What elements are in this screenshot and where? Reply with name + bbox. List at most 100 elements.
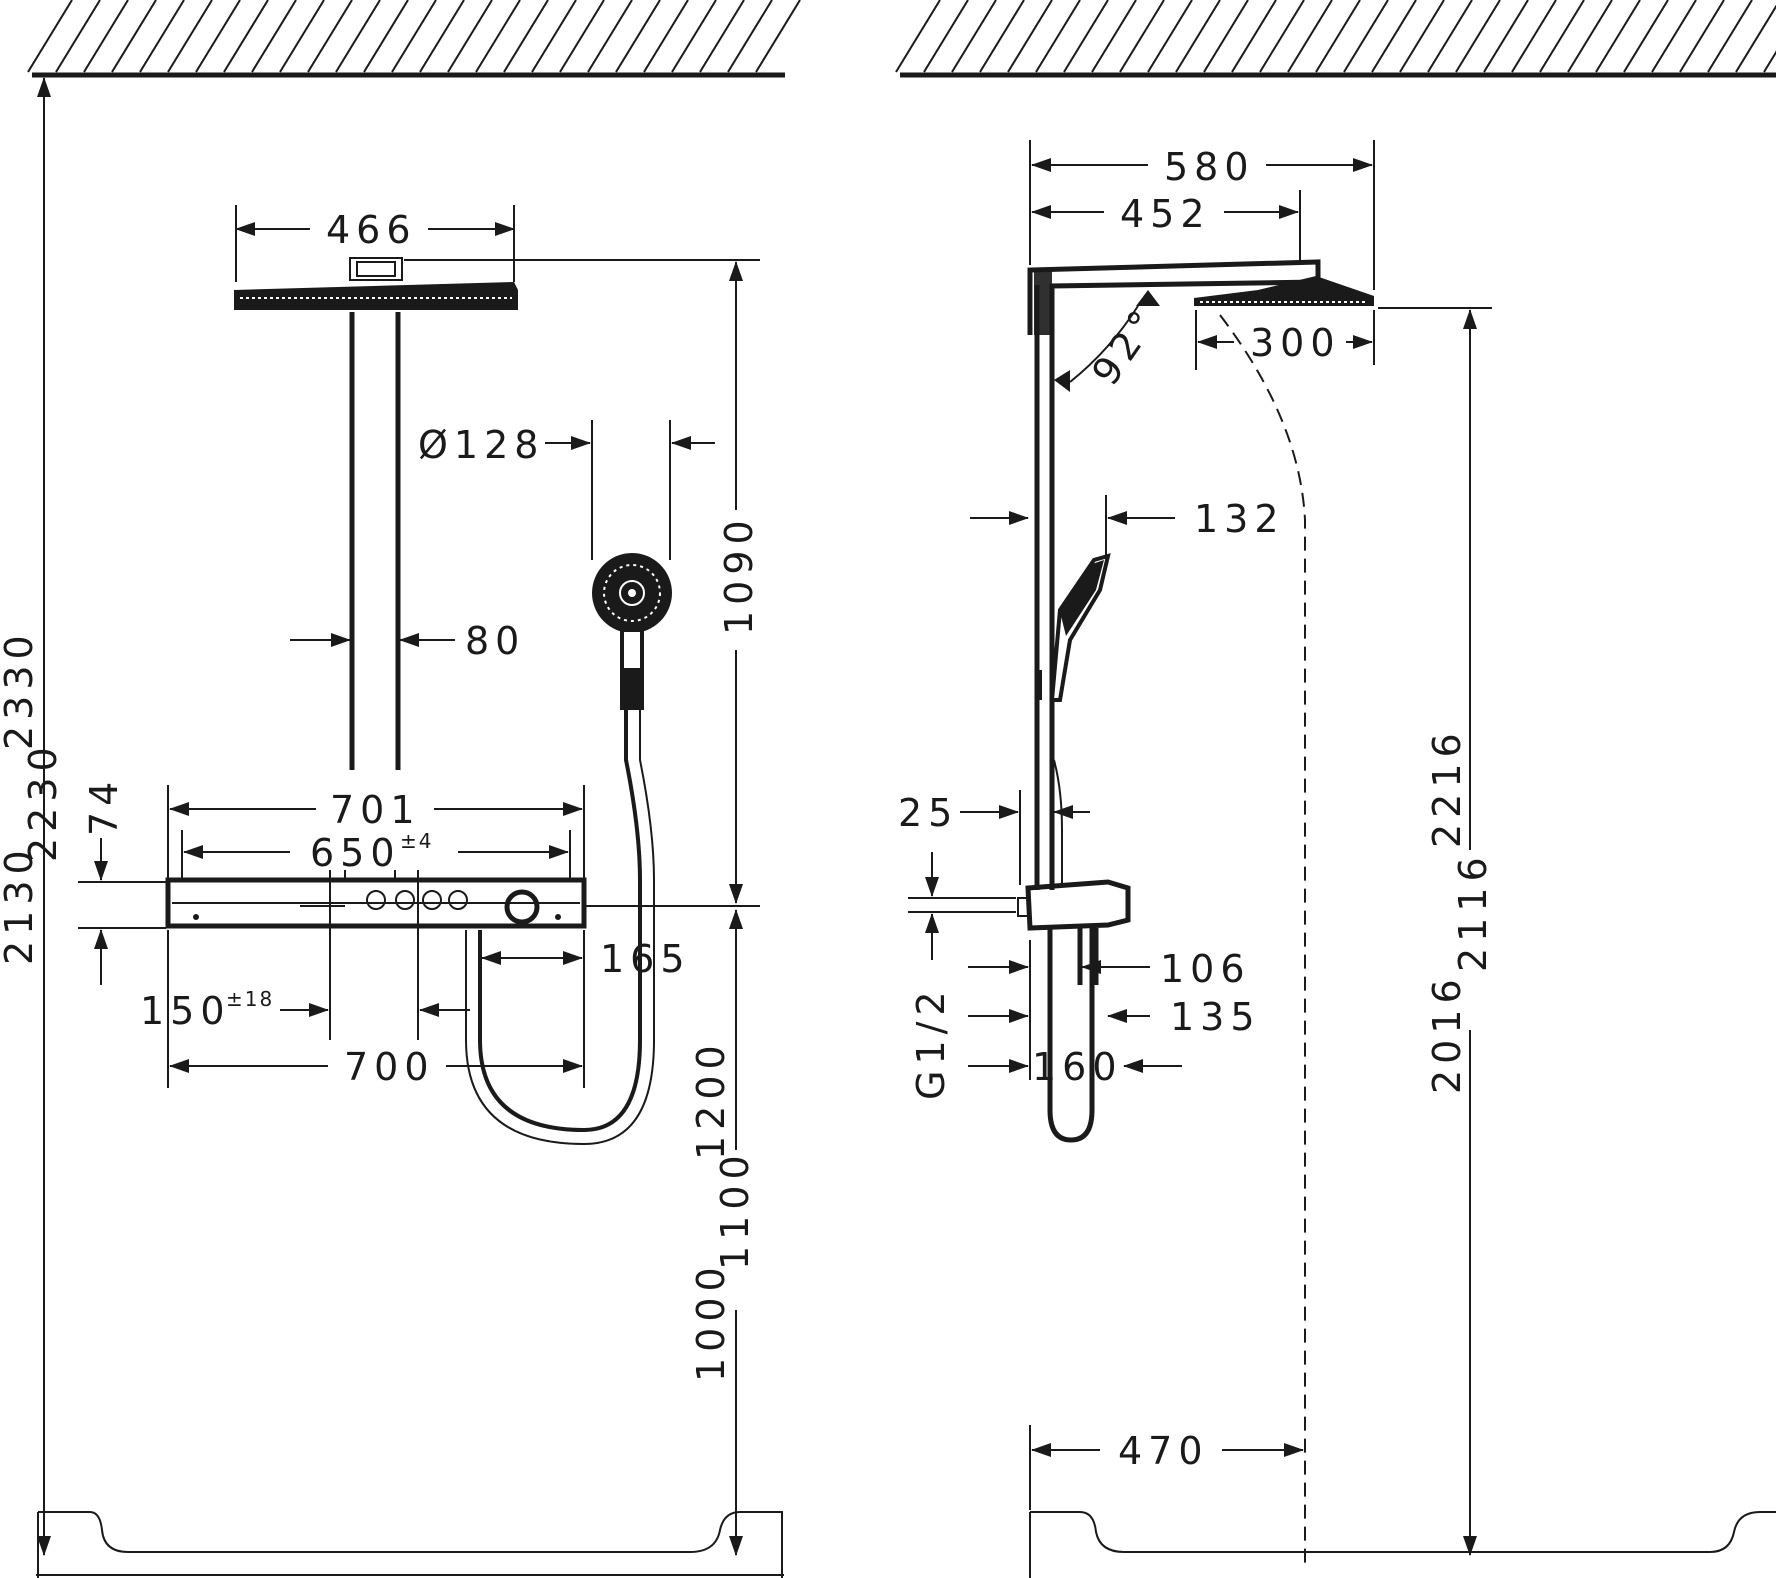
dim-connection-spacing: 650	[310, 831, 401, 875]
hatch-left-line-15	[447, 0, 493, 73]
front-view: 2330 2230 2130 466 80	[0, 0, 801, 1578]
dim-shelf-height: 74	[82, 776, 126, 836]
dim-handshower-offset: 132	[1194, 497, 1285, 541]
hatch-right-line-12	[1231, 0, 1277, 73]
hatch-left-line-0	[27, 0, 73, 73]
hatch-left-line-2	[83, 0, 129, 73]
hatch-right-line-28	[1679, 0, 1725, 73]
hatch-left-line-14	[419, 0, 465, 73]
hatch-left-line-7	[223, 0, 269, 73]
side-view: 580 452 92° 300 132 25 G1/2	[895, 0, 1776, 1578]
hatch-left-line-1	[55, 0, 101, 73]
floor-tray-left	[36, 1511, 784, 1578]
hatch-left-line-20	[587, 0, 633, 73]
spray-arc	[1219, 314, 1306, 1565]
hatch-left-line-11	[335, 0, 381, 73]
hatch-left-line-5	[167, 0, 213, 73]
hand-shower-front	[465, 553, 672, 1146]
hatch-left-line-12	[363, 0, 409, 73]
hatch-right-line-8	[1119, 0, 1165, 73]
hatch-right-line-14	[1287, 0, 1333, 73]
dim-shelf-width: 701	[330, 788, 421, 832]
dim-depth-160: 160	[1032, 1045, 1123, 1089]
hatch-right-line-29	[1707, 0, 1753, 73]
hatch-left-line-23	[671, 0, 717, 73]
thermostat-shelf-front	[165, 870, 587, 929]
hatch-right-line-31	[1763, 50, 1776, 73]
dim-head-depth: 300	[1250, 321, 1341, 365]
hatch-right-line-6	[1063, 0, 1109, 73]
hatch-right-line-1	[923, 0, 969, 73]
dim-height-2130: 2130	[0, 844, 41, 965]
hatch-right-line-13	[1259, 0, 1305, 73]
hatch-left-line-4	[139, 0, 185, 73]
hatch-left-line-22	[643, 0, 689, 73]
floor-tray-right	[1029, 1511, 1776, 1578]
dim-thread: G1/2	[909, 985, 953, 1100]
dim-wall-gap: 25	[898, 791, 958, 835]
hatch-left-line-26	[755, 0, 801, 73]
dim-height-2016: 2016	[1425, 973, 1469, 1094]
dim-height-2216: 2216	[1425, 727, 1469, 848]
ceiling-hatch-right	[895, 0, 1776, 78]
hatch-right-line-23	[1539, 0, 1585, 73]
hatch-right-line-9	[1147, 0, 1193, 73]
hatch-right-line-16	[1343, 0, 1389, 73]
hatch-right-line-27	[1651, 0, 1697, 73]
dim-control-offset-tolerance: ±18	[226, 987, 274, 1011]
hatch-right-line-18	[1399, 0, 1445, 73]
hatch-left-line-10	[307, 0, 353, 73]
hatch-left-line-9	[279, 0, 325, 73]
dim-control-offset: 150	[140, 989, 231, 1033]
dim-connection-spacing-tolerance: ±4	[400, 829, 433, 853]
hatch-right-line-4	[1007, 0, 1053, 73]
hatch-left-line-21	[615, 0, 661, 73]
hatch-right-line-17	[1371, 0, 1417, 73]
hatch-left-line-24	[699, 0, 745, 73]
dim-thermostat-height-1000: 1000	[689, 1261, 733, 1382]
dim-thermostat-height-1100: 1100	[713, 1149, 757, 1270]
hatch-right-line-22	[1511, 0, 1557, 73]
dim-hand-offset: 165	[600, 937, 691, 981]
dim-shower-head-width: 466	[326, 208, 417, 252]
hatch-left-line-16	[475, 0, 521, 73]
hatch-right-line-21	[1483, 0, 1529, 73]
hatch-right-line-19	[1427, 0, 1473, 73]
hatch-right-line-30	[1735, 4, 1776, 73]
hatch-right-line-3	[979, 0, 1025, 73]
hatch-right-line-7	[1091, 0, 1137, 73]
hatch-left-line-19	[559, 0, 605, 73]
dim-arm-length: 452	[1120, 192, 1211, 236]
dim-depth-106: 106	[1160, 947, 1251, 991]
dim-height-2116: 2116	[1451, 851, 1495, 972]
dim-overall-height: 2330	[0, 629, 41, 750]
hatch-left-line-13	[391, 0, 437, 73]
overhead-shower-front	[234, 257, 518, 770]
dim-height-2230: 2230	[21, 741, 65, 862]
hatch-right-line-10	[1175, 0, 1221, 73]
hatch-left-line-17	[503, 0, 549, 73]
shower-column-side	[1017, 259, 1374, 1143]
hatch-right-line-11	[1203, 0, 1249, 73]
hatch-left-line-6	[195, 0, 241, 73]
hatch-right-line-20	[1455, 0, 1501, 73]
hatch-left-line-8	[251, 0, 297, 73]
hatch-right-line-2	[951, 0, 997, 73]
hatch-left-line-18	[531, 0, 577, 73]
hatch-right-line-5	[1035, 0, 1081, 73]
dim-depth-135: 135	[1170, 995, 1261, 1039]
hatch-right-line-24	[1567, 0, 1613, 73]
dim-arm-reach: 580	[1164, 145, 1255, 189]
dim-thermostat-height-1200: 1200	[689, 1039, 733, 1160]
hatch-right-line-25	[1595, 0, 1641, 73]
hatch-left-line-25	[727, 0, 773, 73]
hatch-right-line-15	[1315, 0, 1361, 73]
dim-spray-reach: 470	[1118, 1429, 1209, 1473]
hatch-right-line-26	[1623, 0, 1669, 73]
hatch-right-line-0	[895, 0, 941, 73]
dim-base-width: 700	[344, 1045, 435, 1089]
hatch-left-line-3	[111, 0, 157, 73]
dim-pipe-width: 80	[465, 619, 525, 663]
dim-angle: 92°	[1083, 298, 1168, 393]
